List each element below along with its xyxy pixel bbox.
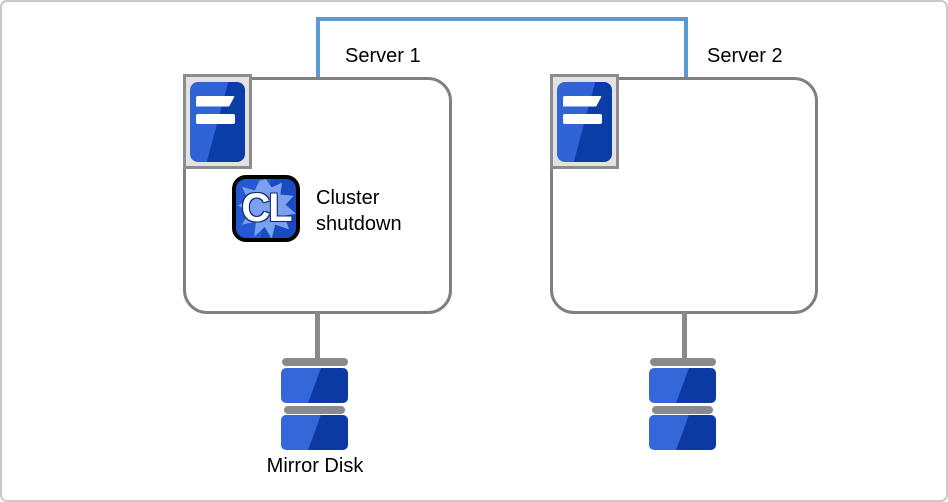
server-tower-icon <box>190 81 245 162</box>
mirror-disk-label: Mirror Disk <box>266 455 364 477</box>
disk-cap <box>282 358 348 366</box>
server1-frame <box>183 74 252 169</box>
interconnect-line-top <box>316 17 688 21</box>
tower-slot-icon <box>196 113 235 124</box>
cl-icon-text: CL <box>241 186 292 230</box>
disk-platter <box>281 368 348 403</box>
tower-slot-icon <box>563 95 602 107</box>
server1-label: Server 1 <box>345 45 421 67</box>
disk-cap <box>284 406 345 414</box>
disk-cap <box>650 358 716 366</box>
interconnect-line-right <box>684 17 688 79</box>
tower-slot-icon <box>196 95 235 107</box>
interconnect-line-left <box>316 17 320 79</box>
server2-disk-connector <box>682 312 687 359</box>
server-tower-icon <box>557 81 612 162</box>
cluster-shutdown-label: Cluster shutdown <box>316 185 402 237</box>
server1-disk-connector <box>315 312 320 359</box>
server2-frame <box>550 74 619 169</box>
server2-label: Server 2 <box>707 45 783 67</box>
cluster-shutdown-icon: CL <box>232 175 300 242</box>
disk-cap <box>652 406 713 414</box>
disk-platter <box>649 368 716 403</box>
cluster-shutdown-label-line2: shutdown <box>316 213 402 235</box>
disk-platter <box>649 415 716 450</box>
disk-platter <box>281 415 348 450</box>
cluster-shutdown-label-line1: Cluster <box>316 187 380 209</box>
tower-slot-icon <box>563 113 602 124</box>
